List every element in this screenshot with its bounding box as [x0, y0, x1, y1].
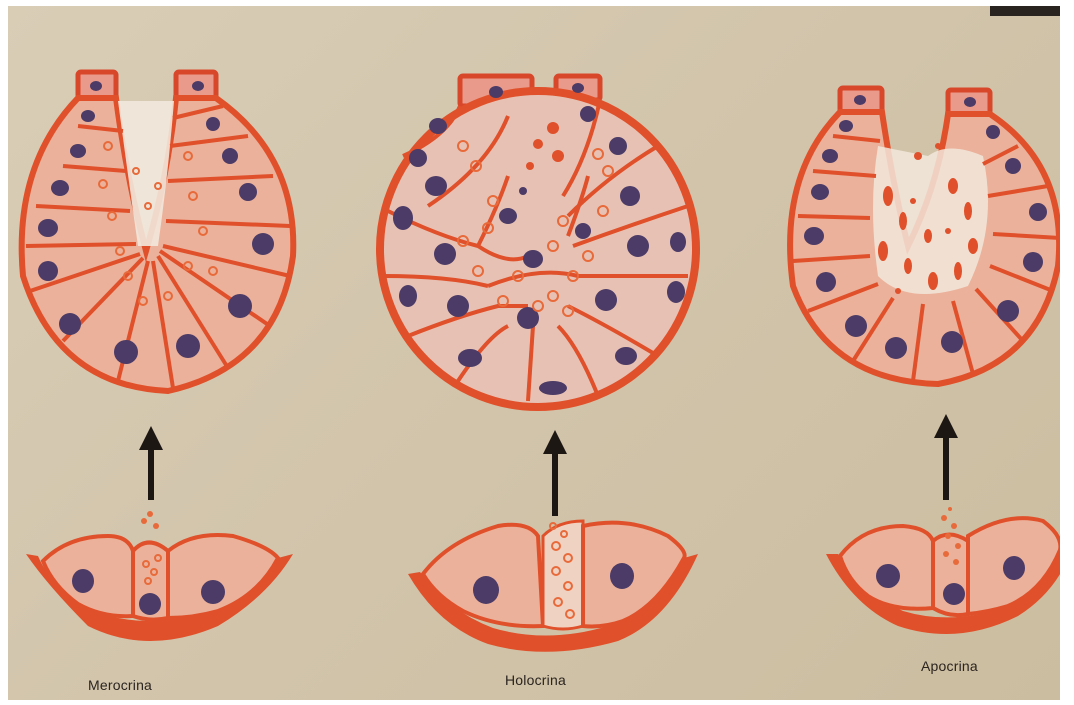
acinus-lumen — [873, 146, 988, 294]
holocrine-secretory-unit — [408, 521, 698, 652]
holocrine-acinus — [380, 76, 698, 652]
apocrine-secretory-unit — [826, 507, 1060, 634]
apocrine-acinus — [790, 88, 1060, 634]
acinus-wall — [380, 91, 696, 407]
label-merocrina: Merocrina — [88, 677, 152, 693]
label-apocrina: Apocrina — [921, 658, 978, 674]
label-holocrina: Holocrina — [505, 672, 566, 688]
textbook-page: Merocrina Holocrina Apocrina — [8, 6, 1060, 700]
merocrine-acinus — [22, 72, 294, 641]
merocrine-secretory-unit — [26, 511, 293, 641]
gland-secretion-diagram — [8, 6, 1060, 700]
